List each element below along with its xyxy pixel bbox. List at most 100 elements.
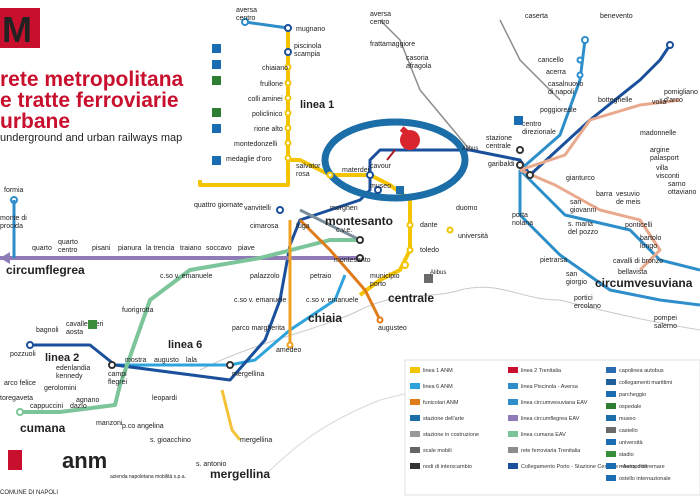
- legend-swatch: [606, 403, 616, 409]
- station-label-lala: lala: [186, 357, 197, 364]
- station-label-materdei: materdei: [342, 167, 370, 174]
- station-dot[interactable]: [284, 79, 292, 87]
- station-label-universita: università: [458, 233, 488, 240]
- circumflegrea-label: circumflegrea: [6, 263, 85, 277]
- station-dot[interactable]: [284, 154, 292, 162]
- footer: COMUNE DI NAPOLI anm azienda napoletana …: [0, 448, 186, 496]
- station-label-amedeo: amedeo: [276, 347, 301, 354]
- highlight-ellipse: [321, 118, 469, 202]
- linea6-label: linea 6: [168, 339, 202, 351]
- cumana-path: [20, 238, 360, 414]
- legend-item-label: collegamenti marittimi: [619, 380, 672, 386]
- station-dot[interactable]: [356, 236, 364, 244]
- station-dot[interactable]: [576, 71, 584, 79]
- legend-item-label: nodi di interscambio: [423, 464, 472, 470]
- station-label-pianura: pianura: [118, 245, 141, 252]
- station-label-toledo: toledo: [420, 247, 439, 254]
- legend-swatch: [606, 475, 616, 481]
- legend-swatch: [508, 399, 518, 405]
- legend-swatch: [508, 415, 518, 421]
- station-dot[interactable]: [284, 63, 292, 71]
- station-dot[interactable]: [526, 171, 534, 179]
- station-label-fuorigrotta: fuorigrotta: [122, 307, 154, 314]
- station-dot[interactable]: [226, 361, 234, 369]
- station-label-cso-vemanuele-2: c.so v. emanuele: [234, 297, 287, 304]
- station-label-garibaldi: garibaldi: [488, 161, 515, 168]
- station-label-benevento: benevento: [600, 13, 633, 20]
- castle-icon: [424, 274, 433, 283]
- station-label-madonnelle: madonnelle: [640, 130, 676, 137]
- station-dot[interactable]: [284, 48, 292, 56]
- linea6-path: [112, 274, 347, 367]
- legend-item-label: capolinea autobus: [619, 368, 664, 374]
- station-dot[interactable]: [284, 124, 292, 132]
- title-line-2: e tratte ferroviarie: [0, 89, 179, 112]
- station-label-parco-margherita: parco margherita: [232, 325, 285, 332]
- legend-swatch: [508, 463, 518, 469]
- station-label-acerra: acerra: [546, 69, 566, 76]
- station-dot[interactable]: [374, 186, 382, 194]
- station-label-cavalli-bronzo: cavalli di bronzo: [613, 258, 663, 265]
- station-dot[interactable]: [284, 139, 292, 147]
- station-dot[interactable]: [276, 206, 284, 214]
- station-dot[interactable]: [376, 316, 384, 324]
- station-dot[interactable]: [241, 18, 249, 26]
- station-label-p-angelina: p.co angelina: [122, 423, 164, 430]
- hospital-icon: [212, 76, 221, 85]
- station-label-leopardi: leopardi: [152, 395, 177, 402]
- anm-logo: anm: [62, 448, 107, 473]
- station-label-bagnoli: bagnoli: [36, 327, 59, 334]
- legend-item-label: mostra d'oltremare: [619, 464, 665, 470]
- station-dot[interactable]: [516, 146, 524, 154]
- linea2-path: [30, 44, 672, 382]
- station-label-palazzolo: palazzolo: [250, 273, 280, 280]
- station-dot[interactable]: [401, 261, 409, 269]
- station-dot[interactable]: [581, 36, 589, 44]
- location-pin-icon: [386, 126, 420, 161]
- legend-box: [404, 359, 700, 496]
- station-dot[interactable]: [326, 171, 334, 179]
- station-dot[interactable]: [108, 361, 116, 369]
- station-dot[interactable]: [16, 408, 24, 416]
- legend-swatch: [410, 367, 420, 373]
- station-label-s-antonio: s. antonio: [196, 461, 226, 468]
- station-dot[interactable]: [666, 41, 674, 49]
- legend-swatch: [606, 451, 616, 457]
- legend-swatch: [410, 399, 420, 405]
- station-label-cimarosa: cimarosa: [250, 223, 279, 230]
- mergellina-label: mergellina: [210, 467, 270, 481]
- chiaia-label: chiaia: [308, 311, 342, 325]
- station-dot[interactable]: [356, 254, 364, 262]
- station-dot[interactable]: [516, 161, 524, 169]
- station-dot[interactable]: [284, 24, 292, 32]
- station-dot[interactable]: [26, 341, 34, 349]
- station-dot[interactable]: [406, 221, 414, 229]
- legend-swatch: [606, 463, 616, 469]
- station-label-cavour: cavour: [370, 163, 392, 170]
- station-dot[interactable]: [576, 56, 584, 64]
- station-dot[interactable]: [446, 226, 454, 234]
- station-label-montesanto-stop: montesanto: [334, 257, 371, 264]
- legend-item-label: linea 2 Trenitalia: [521, 368, 562, 374]
- city-crest-icon: [8, 450, 22, 470]
- station-dot[interactable]: [406, 246, 414, 254]
- stadium-icon: [88, 320, 97, 329]
- station-dot[interactable]: [284, 109, 292, 117]
- station-label-mergellina-stop: mergellina: [232, 371, 264, 378]
- parking-icon: [514, 116, 523, 125]
- legend-item-label: rete ferroviaria Trenitalia: [521, 448, 581, 454]
- station-dot[interactable]: [366, 171, 374, 179]
- station-dot[interactable]: [284, 94, 292, 102]
- station-label-quattro-giornate: quattro giornate: [194, 202, 243, 209]
- station-dot[interactable]: [286, 341, 294, 349]
- arcobaleno-path: [519, 98, 681, 272]
